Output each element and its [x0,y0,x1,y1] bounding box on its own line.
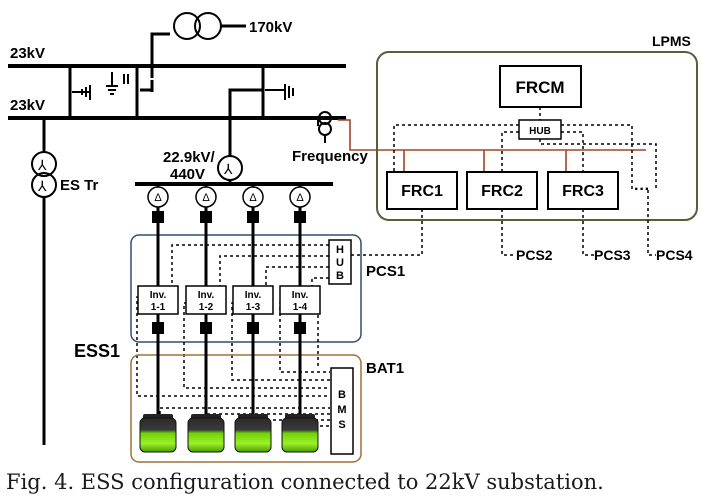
es-transformer [31,118,57,445]
branch-2-dc-breaker [200,322,212,334]
label-frcm: FRCM [515,78,564,97]
dist-tr-wye: ⅄ [223,161,233,177]
inverter-1-1-line2: 1-1 [151,302,166,313]
pcs1-hub-h: H [336,244,344,256]
label-lpms: LPMS [652,33,691,49]
branch-4-dc-breaker [294,322,306,334]
bms-s: S [338,419,345,431]
battery-1-icon [139,414,177,453]
es-tr-wye-top: ⅄ [37,157,47,173]
branch-3-delta: Δ [249,192,257,204]
inverter-1-4-line1: Inv. [292,290,309,301]
inverter-1-3-line2: 1-3 [246,302,261,313]
branch-1-dc-breaker [152,322,164,334]
bus-ties [68,66,265,118]
inverter-1-3-line1: Inv. [245,290,262,301]
label-frc3: FRC3 [562,183,604,200]
inverter-1-2-line2: 1-2 [199,302,214,313]
branch-3: Δ Inv. 1-3 [232,184,274,416]
bms-comm-lines [159,303,330,427]
label-es-tr: ES Tr [60,177,99,194]
inverter-1-1-line1: Inv. [150,290,167,301]
inverter-1-4 [279,285,321,315]
bms-box [330,367,354,455]
bat1-box [130,354,362,463]
branch-4: Δ Inv. 1-4 [279,184,321,416]
frequency-sensor [317,111,332,143]
branch-3-breaker [247,211,259,223]
battery-4-icon [281,414,319,453]
branch-4-delta: Δ [296,192,304,204]
frc3-box [547,171,619,210]
es-tr-wye-bottom: ⅄ [37,178,47,194]
label-23kv-top: 23kV [10,45,45,62]
label-frc1: FRC1 [401,183,443,200]
pcs-comm-lines [351,190,656,256]
branch-2-breaker [200,211,212,223]
inverter-1-1 [137,285,179,315]
grid-transformer-170kv [150,12,246,78]
pcs1-internal-comm [136,244,330,397]
branch-1-delta: Δ [154,192,162,204]
label-frequency: Frequency [292,148,369,165]
label-ellipsis: ··· [634,181,650,198]
label-22-9kv: 22.9kV/ [163,149,216,166]
label-bat1: BAT1 [366,360,404,377]
inverter-1-2 [185,285,227,315]
inverter-1-2-line1: Inv. [198,290,215,301]
label-pcs4: PCS4 [656,247,693,263]
branch-1: Δ Inv. 1-1 [137,184,179,416]
bms-b: B [338,389,346,401]
lpms-comm-lines [393,107,657,190]
inverter-1-4-line2: 1-4 [293,302,308,313]
pcs1-box [130,234,362,343]
bms-m: M [337,404,346,416]
label-170kv: 170kV [249,19,292,36]
lpms-box [376,51,698,221]
pcs1-hub-u: U [336,257,344,269]
label-frc2: FRC2 [481,183,523,200]
bus-lines [8,64,346,120]
frc1-box [386,171,458,210]
figure-caption: Fig. 4. ESS configuration connected to 2… [6,470,604,494]
battery-3-icon [234,414,272,453]
label-23kv-bottom: 23kV [10,97,45,114]
label-ess1: ESS1 [74,341,120,361]
ground-symbols [72,72,294,100]
label-lpms-hub: HUB [529,126,551,137]
label-440v: 440V [170,166,205,183]
label-pcs1: PCS1 [366,263,405,280]
pcs1-hub-b: B [336,270,344,282]
frequency-line [338,119,646,172]
label-pcs3: PCS3 [594,247,631,263]
label-pcs2: PCS2 [516,247,553,263]
battery-2-icon [187,414,225,453]
pcs1-hub [328,239,352,285]
branch-4-breaker [294,211,306,223]
branch-1-breaker [152,211,164,223]
branch-2: Δ Inv. 1-2 [185,184,227,416]
branch-2-delta: Δ [202,192,210,204]
inverter-1-3 [232,285,274,315]
distribution-transformer [217,88,265,183]
branch-3-dc-breaker [247,322,259,334]
